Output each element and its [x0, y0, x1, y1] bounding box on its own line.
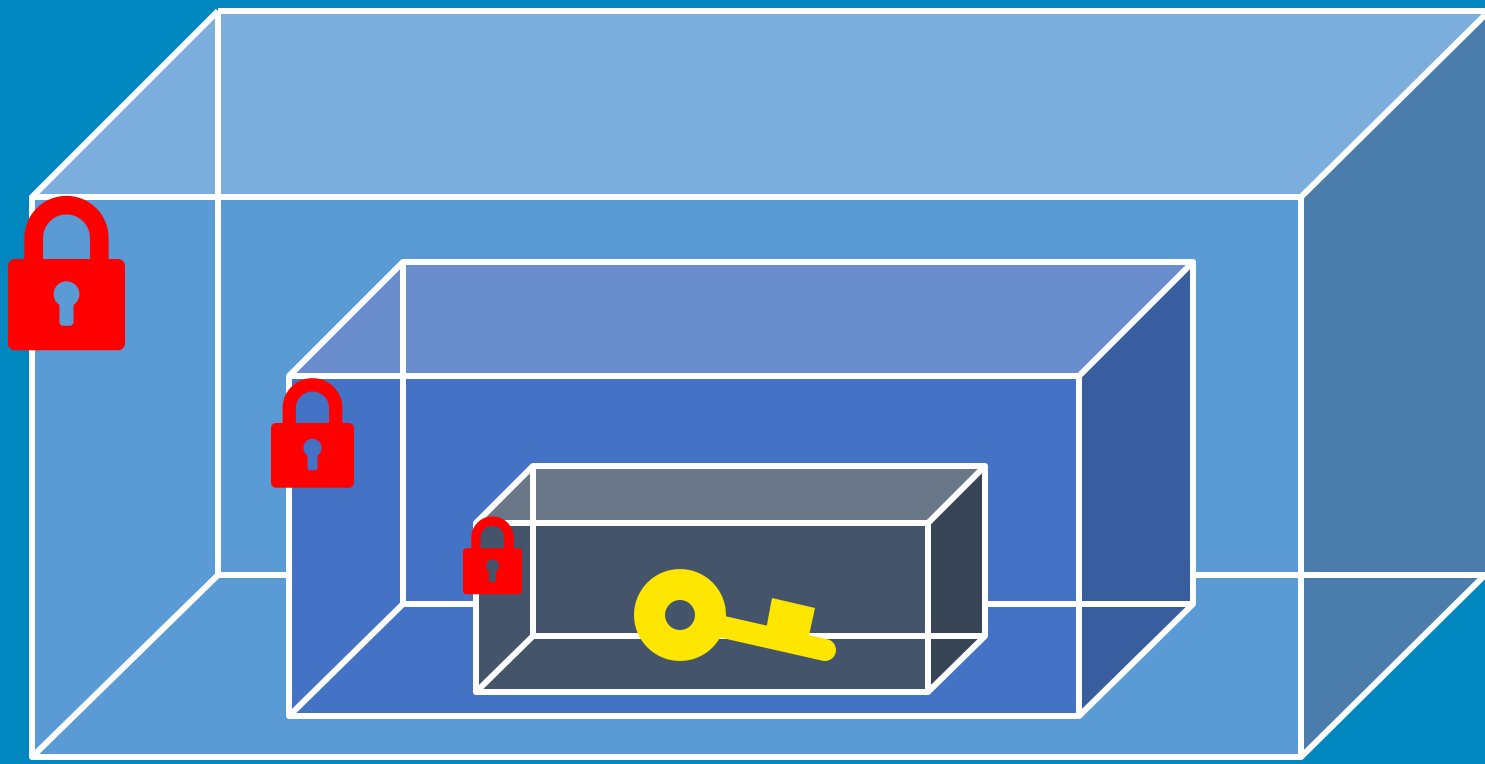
- middle-box-top-face: [289, 262, 1193, 376]
- inner-box: [476, 466, 985, 692]
- outer-box-top-face: [32, 11, 1485, 197]
- inner-box-top-face: [476, 466, 985, 523]
